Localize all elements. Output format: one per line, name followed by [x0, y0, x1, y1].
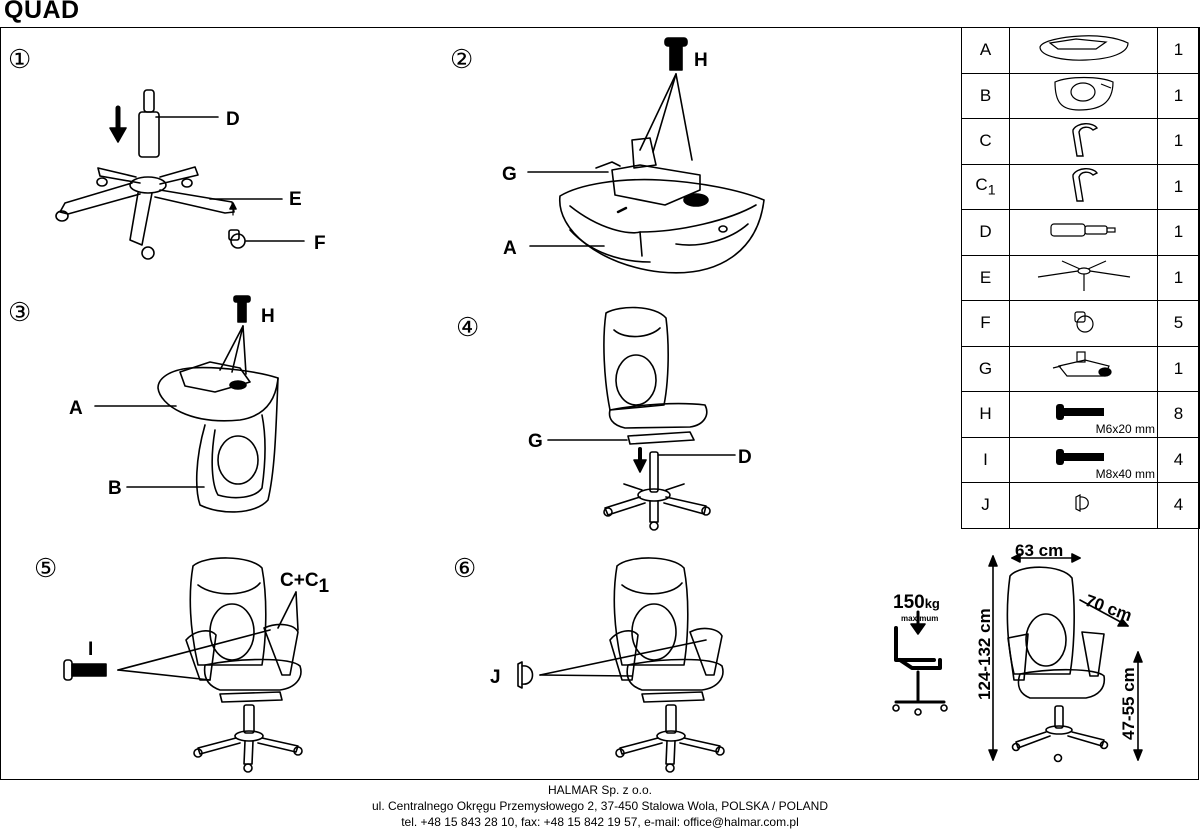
part-picture: [1009, 209, 1158, 256]
part-code: F: [961, 300, 1010, 347]
max-load-caption: maximum: [901, 614, 938, 623]
part-picture: [1009, 345, 1158, 392]
part-quantity: 1: [1157, 163, 1200, 210]
seat-icon: [1036, 34, 1132, 67]
step-1-number: ①: [8, 45, 31, 75]
part-code: H: [961, 391, 1010, 438]
step-6-number: ⑥: [453, 554, 476, 584]
part-quantity: 1: [1157, 118, 1200, 165]
part-spec: M6x20 mm: [1095, 421, 1155, 436]
part-code: I: [961, 436, 1010, 483]
part-code: E: [961, 254, 1010, 301]
step-4-chair-on-base: [547, 306, 736, 531]
footer-company: HALMAR Sp. z o.o.: [547, 783, 653, 797]
armrest-icon: [1067, 122, 1101, 162]
part-picture: M6x20 mm: [1009, 391, 1158, 438]
footer-contact: tel. +48 15 843 28 10, fax: +48 15 842 1…: [401, 815, 799, 829]
gas-lift-icon: [1049, 223, 1119, 244]
step-3-backrest-attach: [94, 295, 279, 513]
part-quantity: 8: [1157, 391, 1200, 438]
part-quantity: 1: [1157, 72, 1200, 119]
part-quantity: 4: [1157, 482, 1200, 529]
document-title: QUAD: [4, 0, 80, 24]
part-code: G: [961, 345, 1010, 392]
part-quantity: 1: [1157, 254, 1200, 301]
dim-depth: 70 cm: [1083, 591, 1135, 625]
label-d: D: [738, 447, 752, 468]
label-g: G: [502, 164, 517, 185]
bolt-icon: [1054, 449, 1114, 471]
dim-seat-height: 47-55 cm: [1119, 667, 1138, 740]
part-spec: M8x40 mm: [1095, 467, 1155, 481]
part-quantity: 1: [1157, 27, 1200, 74]
bolt-icon: [1054, 403, 1114, 426]
dimension-drawing: [892, 553, 1143, 763]
label-j: J: [490, 667, 501, 688]
part-picture: [1009, 482, 1158, 529]
part-code: A: [961, 27, 1010, 74]
armrest-icon: [1067, 168, 1101, 207]
part-quantity: 1: [1157, 209, 1200, 256]
step-1-base-assembly: [55, 89, 305, 260]
part-code: J: [961, 482, 1010, 529]
dim-height: 124-132 cm: [975, 608, 994, 700]
part-code: C: [961, 118, 1010, 165]
label-a: A: [503, 238, 517, 259]
cap-icon: [1073, 493, 1095, 519]
part-picture: [1009, 254, 1158, 301]
mechanism-icon: [1049, 351, 1119, 388]
part-code: B: [961, 72, 1010, 119]
part-code: C1: [961, 163, 1010, 210]
part-picture: [1009, 118, 1158, 165]
label-h: H: [694, 50, 708, 71]
part-picture: M8x40 mm: [1009, 436, 1158, 483]
label-c-plus-c1: C+C1: [280, 570, 330, 597]
part-row: C1 1: [961, 163, 1200, 210]
part-quantity: 5: [1157, 300, 1200, 347]
part-picture: [1009, 72, 1158, 119]
part-picture: [1009, 163, 1158, 210]
step-5-number: ⑤: [34, 554, 57, 584]
label-d: D: [226, 109, 240, 130]
max-load: 150kg: [893, 592, 940, 613]
label-b: B: [108, 478, 122, 499]
label-h: H: [261, 306, 275, 327]
backrest-icon: [1049, 77, 1119, 116]
caster-icon: [1071, 311, 1097, 338]
base-icon: [1034, 260, 1134, 297]
part-quantity: 4: [1157, 436, 1200, 483]
step-2-seat-mechanism: [527, 37, 765, 274]
part-code: D: [961, 209, 1010, 256]
label-g: G: [528, 431, 543, 452]
label-e: E: [289, 189, 302, 210]
label-f: F: [314, 233, 326, 254]
part-quantity: 1: [1157, 345, 1200, 392]
step-4-number: ④: [456, 313, 479, 343]
label-a: A: [69, 398, 83, 419]
footer-address: ul. Centralnego Okręgu Przemysłowego 2, …: [371, 799, 828, 813]
step-2-number: ②: [450, 45, 473, 75]
label-i: I: [88, 639, 93, 660]
step-6-caps-attach: [517, 557, 725, 773]
part-picture: [1009, 27, 1158, 74]
part-picture: [1009, 300, 1158, 347]
step-3-number: ③: [8, 298, 31, 328]
step-5-armrest-attach: [63, 557, 303, 773]
dim-width: 63 cm: [1015, 541, 1063, 560]
